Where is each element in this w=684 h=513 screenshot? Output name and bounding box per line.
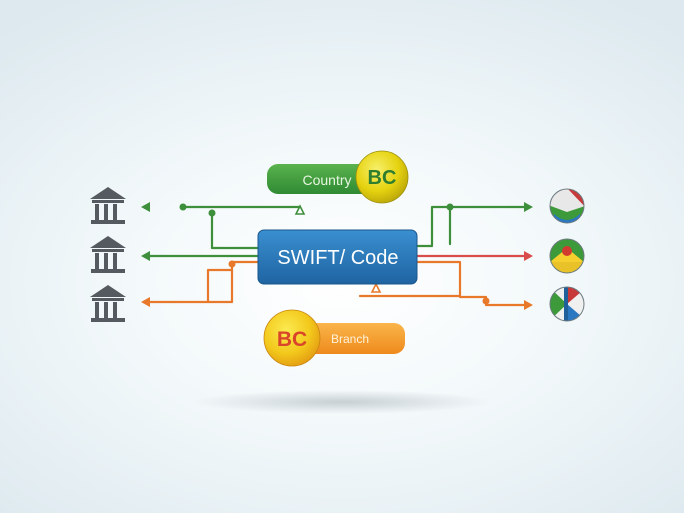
arrowheads — [141, 202, 533, 310]
arrow-right-icon — [524, 202, 533, 212]
branch-label: Branch — [331, 332, 369, 346]
arrow-up-icon — [370, 282, 382, 293]
junction-dot — [228, 260, 236, 268]
country-label: Country — [302, 172, 351, 188]
bank-icon — [90, 236, 126, 273]
connector-left-top-branch — [210, 211, 260, 250]
arrow-left-icon — [141, 297, 150, 307]
swift-code-label: SWIFT/ Code — [277, 247, 398, 269]
arrow-up-icon — [294, 204, 306, 215]
branch-badge-text: BC — [277, 328, 307, 351]
bank-icon — [90, 187, 126, 224]
country-pill: Country BC — [267, 150, 409, 204]
junction-dots — [179, 203, 490, 305]
country-badge — [355, 150, 409, 204]
junction-dot — [179, 203, 187, 211]
junction-dot — [446, 203, 454, 211]
arrow-right-icon — [524, 300, 533, 310]
connector-left-bottom — [148, 260, 260, 304]
branch-pill: Branch BC — [263, 309, 405, 367]
flag-globe-icon — [550, 239, 584, 273]
swift-code-node: SWIFT/ Code — [257, 229, 418, 285]
arrow-right-icon — [524, 251, 533, 261]
connector-right-top — [416, 205, 530, 248]
arrow-left-icon — [141, 202, 150, 212]
country-badge-text: BC — [368, 167, 397, 189]
connector-right-bottom — [416, 260, 530, 307]
flag-globe-icon — [550, 287, 584, 321]
connector-lines — [148, 205, 530, 307]
junction-dot — [482, 297, 490, 305]
bank-icon-list — [90, 187, 126, 322]
arrow-left-icon — [141, 251, 150, 261]
floor-shadow — [192, 390, 492, 414]
branch-badge — [263, 309, 321, 367]
junction-dot — [208, 209, 216, 217]
flag-globe-icon — [550, 189, 584, 223]
bank-icon — [90, 285, 126, 322]
flag-icon-list — [549, 188, 585, 322]
connector-left-bottom-branch — [206, 268, 234, 304]
swift-code-box — [257, 229, 418, 285]
